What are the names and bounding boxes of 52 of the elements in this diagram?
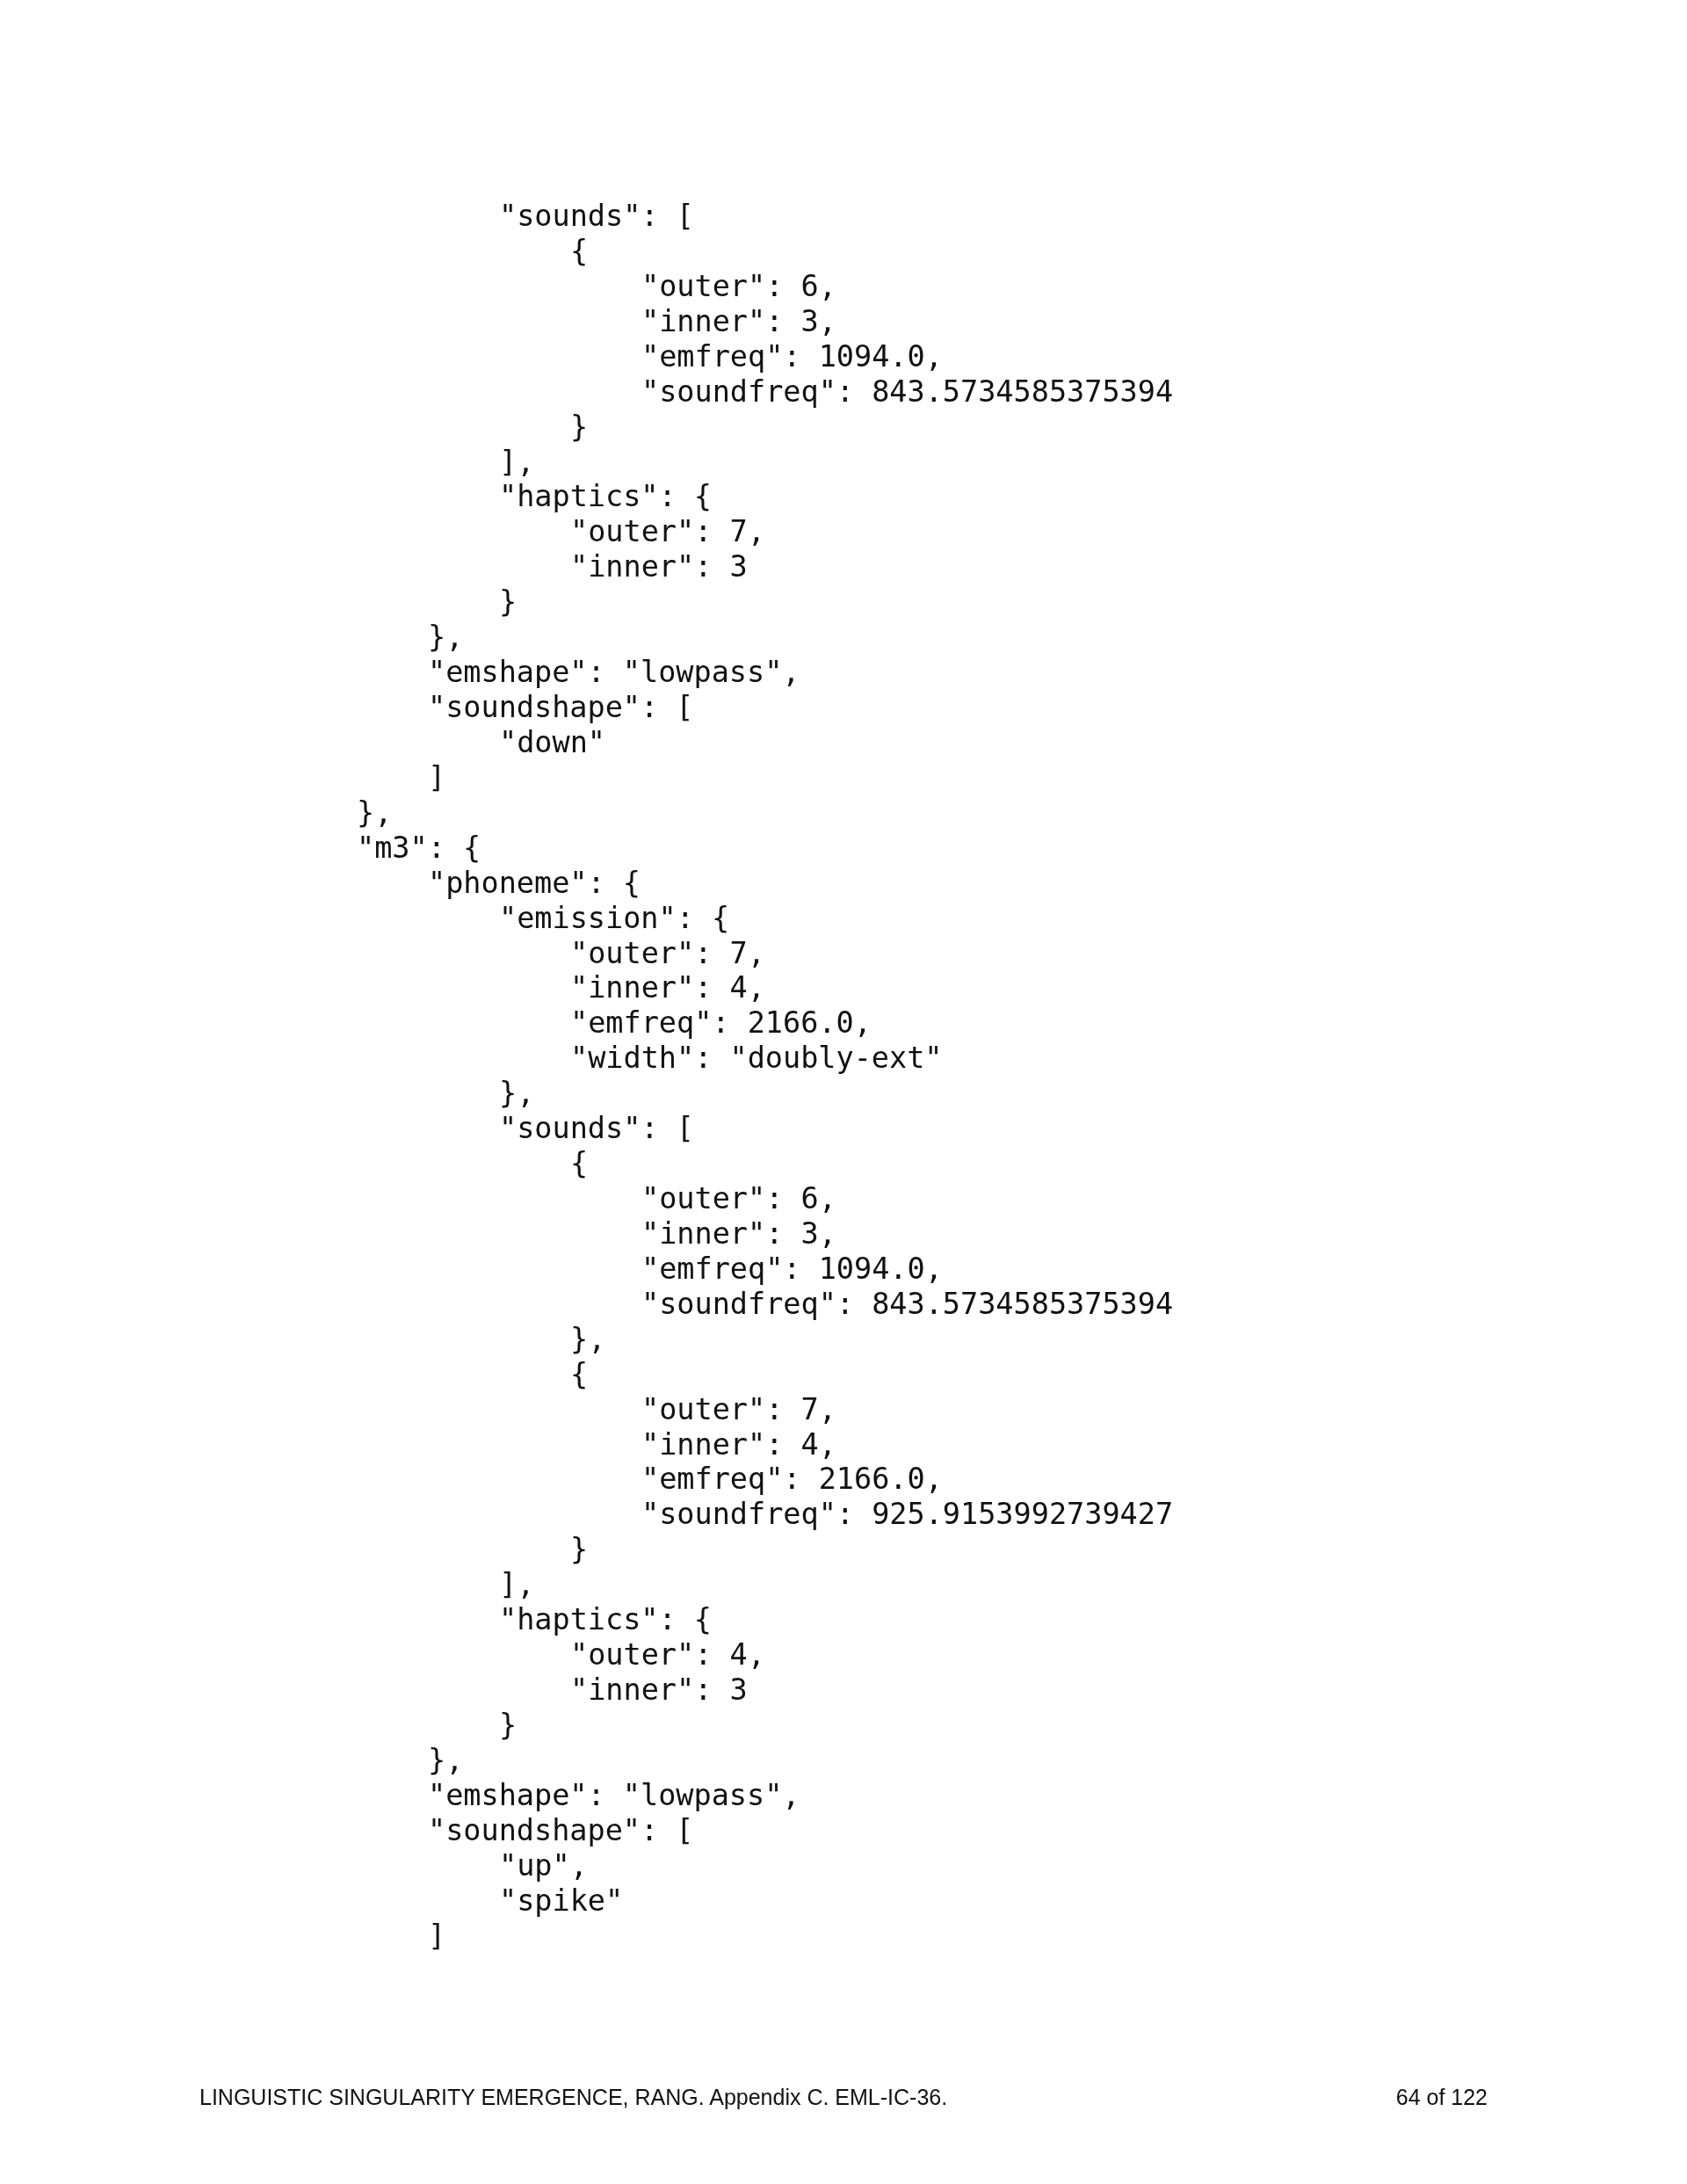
code-line: } xyxy=(499,1708,518,1743)
code-line: "outer": 6, xyxy=(641,269,836,304)
code-line: "inner": 4, xyxy=(570,970,765,1005)
code-line: "outer": 7, xyxy=(641,1392,836,1427)
code-line: "down" xyxy=(499,725,605,760)
code-line: }, xyxy=(499,1076,535,1111)
code-line: "emfreq": 1094.0, xyxy=(641,339,943,374)
footer-text: LINGUISTIC SINGULARITY EMERGENCE, RANG. Appendix C. EML-IC-36. xyxy=(199,2084,948,2110)
code-line: "soundshape": [ xyxy=(428,1813,694,1848)
code-line: "outer": 4, xyxy=(570,1637,765,1672)
code-line: { xyxy=(570,234,589,269)
code-line: "soundshape": [ xyxy=(428,690,694,725)
code-line: ], xyxy=(499,445,535,480)
code-line: "emfreq": 2166.0, xyxy=(641,1462,943,1497)
code-line: "sounds": [ xyxy=(499,199,694,234)
page-number: 64 of 122 xyxy=(1395,2084,1488,2110)
code-line: "soundfreq": 843.5734585375394 xyxy=(641,1287,1174,1322)
code-line: "outer": 6, xyxy=(641,1181,836,1216)
code-line: ], xyxy=(499,1567,535,1602)
code-line: "inner": 4, xyxy=(641,1427,836,1462)
code-line: "haptics": { xyxy=(499,479,713,514)
code-line: "inner": 3 xyxy=(570,1672,748,1708)
code-line: { xyxy=(570,1146,589,1181)
code-line: }, xyxy=(570,1322,606,1357)
code-line: "up", xyxy=(499,1848,588,1883)
code-line: "inner": 3, xyxy=(641,1216,836,1252)
code-line: ] xyxy=(428,1919,446,1954)
code-line: }, xyxy=(357,795,393,831)
code-line: "soundfreq": 925.9153992739427 xyxy=(641,1497,1174,1532)
code-line: "outer": 7, xyxy=(570,514,765,549)
code-line: "phoneme": { xyxy=(428,866,641,901)
code-line: "emfreq": 2166.0, xyxy=(570,1005,872,1041)
code-line: "inner": 3 xyxy=(570,549,748,584)
code-line: } xyxy=(499,584,518,620)
code-line: "width": "doubly-ext" xyxy=(570,1041,943,1076)
code-line: "emission": { xyxy=(499,901,730,936)
code-line: "haptics": { xyxy=(499,1602,713,1637)
code-line: }, xyxy=(428,620,464,655)
code-line: }, xyxy=(428,1743,464,1778)
code-line: "emshape": "lowpass", xyxy=(428,1778,800,1813)
code-line: ] xyxy=(428,760,446,795)
code-line: "sounds": [ xyxy=(499,1111,694,1146)
code-line: "inner": 3, xyxy=(641,304,836,339)
code-line: "emfreq": 1094.0, xyxy=(641,1252,943,1287)
code-line: "soundfreq": 843.5734585375394 xyxy=(641,374,1174,410)
code-line: } xyxy=(570,410,589,445)
code-line: "emshape": "lowpass", xyxy=(428,655,800,690)
code-line: "spike" xyxy=(499,1883,624,1919)
code-line: } xyxy=(570,1532,589,1567)
code-line: "outer": 7, xyxy=(570,936,765,971)
code-line: { xyxy=(570,1357,589,1392)
code-line: "m3": { xyxy=(357,831,481,866)
